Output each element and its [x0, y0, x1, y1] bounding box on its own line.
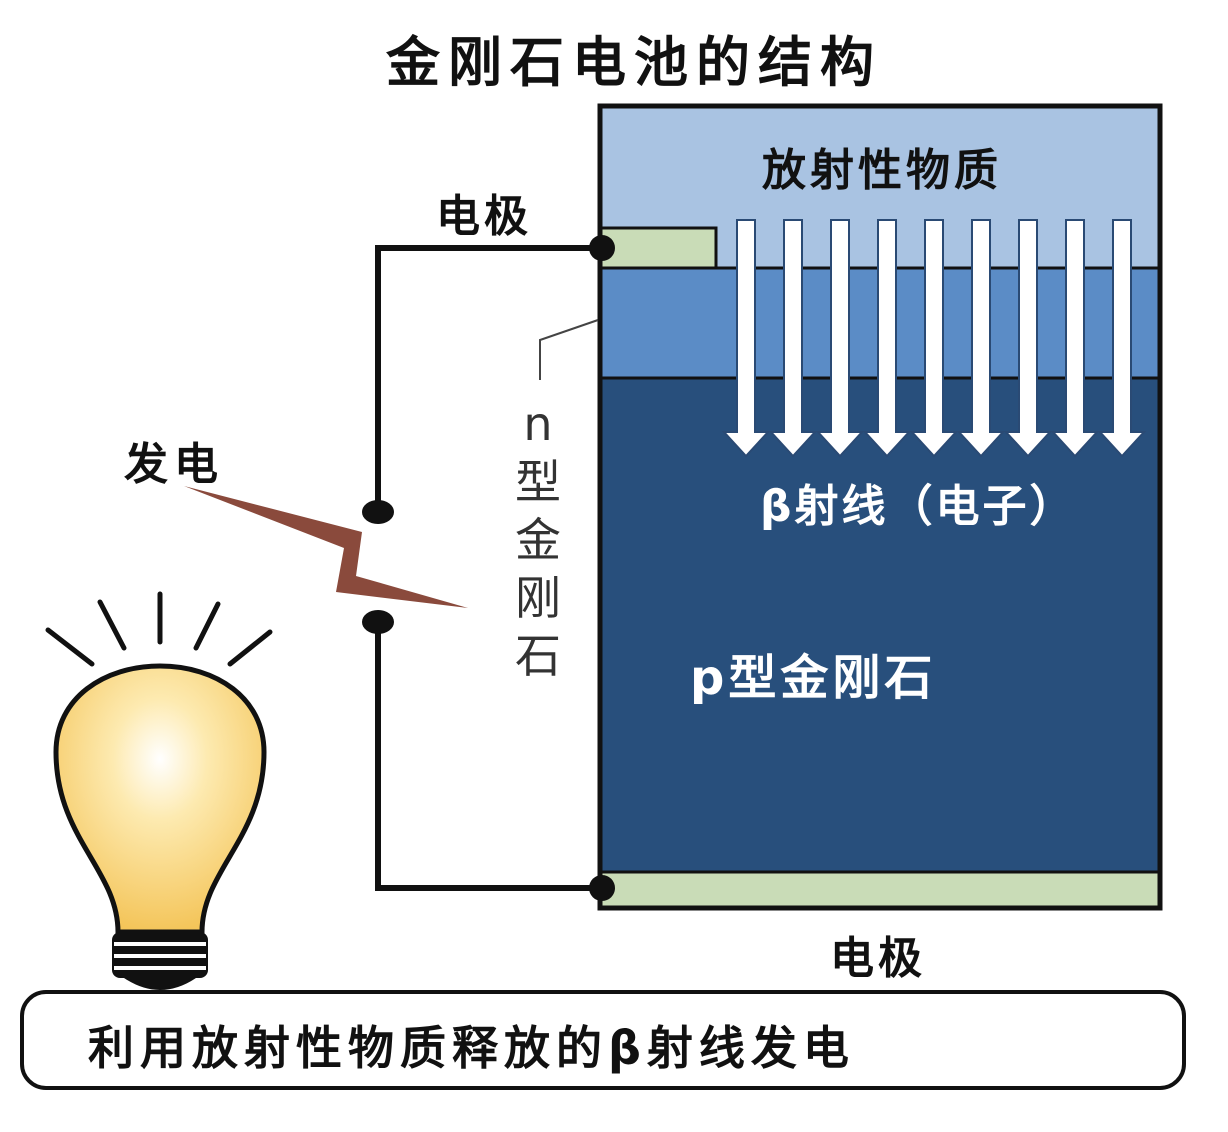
p-type-diamond-layer [600, 378, 1160, 872]
light-bulb-icon [45, 591, 273, 990]
electrode-top-label: 电极 [436, 191, 532, 242]
top-electrode [598, 226, 718, 270]
down-arrow-icon [768, 219, 818, 458]
electrode-bottom-label: 电极 [830, 933, 926, 984]
terminal-dot-top-electrode [589, 235, 615, 261]
page-title: 金刚石电池的结构 [386, 31, 882, 94]
down-arrow-icon [909, 219, 959, 458]
spark-icon [184, 486, 468, 608]
down-arrow-icon [1097, 219, 1147, 458]
beta-ray-arrows [721, 219, 1147, 458]
radioactive-material-label: 放射性物质 [762, 145, 1002, 196]
p-type-diamond-label: p型金刚石 [690, 650, 937, 706]
caption-text: 利用放射性物质释放的β射线发电 [88, 1021, 855, 1075]
generation-label: 发电 [124, 439, 224, 490]
bottom-electrode [600, 872, 1160, 908]
down-arrow-icon [956, 219, 1006, 458]
terminal-dot-bottom-electrode [589, 875, 615, 901]
n-type-leader-line [539, 319, 599, 380]
down-arrow-icon [721, 219, 771, 458]
terminal-dot-lower [362, 610, 394, 634]
circuit-wire-bottom [375, 622, 602, 891]
battery-outline [597, 103, 1163, 911]
circuit-wire-top [375, 245, 602, 512]
beta-rays-label: β射线（电子） [760, 481, 1077, 532]
down-arrow-icon [815, 219, 865, 458]
down-arrow-icon [1003, 219, 1053, 458]
terminal-dot-upper [362, 500, 394, 524]
down-arrow-icon [862, 219, 912, 458]
down-arrow-icon [1050, 219, 1100, 458]
caption-box [20, 990, 1186, 1090]
